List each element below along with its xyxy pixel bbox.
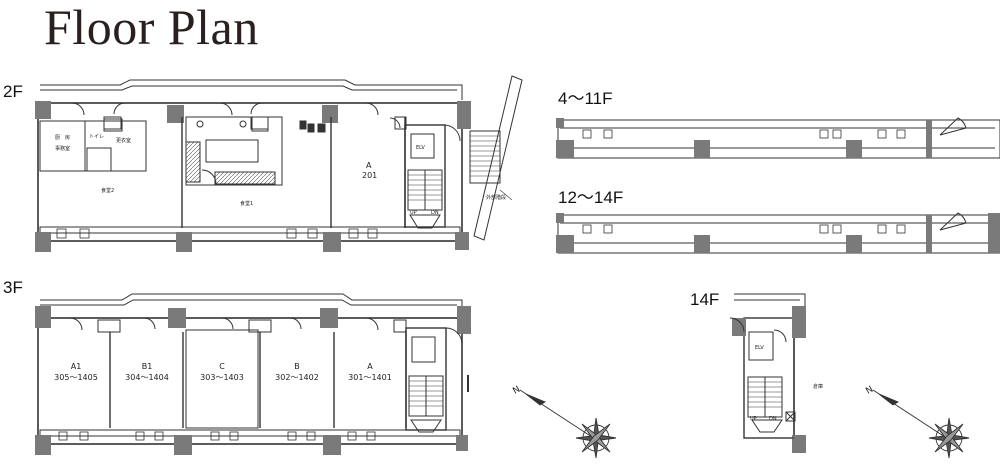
unit-b-letter: B (294, 362, 300, 371)
label-hall-b: 食堂1 (240, 200, 253, 207)
plan-14f (729, 293, 806, 453)
floor-label-14f: 14F (690, 290, 720, 309)
unit-a1-letter: A1 (71, 362, 82, 371)
label-elv-2f: ELV (416, 145, 425, 151)
unit-b1-letter: B1 (142, 362, 153, 371)
label-kitchen: 厨 房 (55, 134, 70, 141)
unit-c-letter: C (219, 362, 225, 371)
floor-label-12-14f: 12～14F (558, 188, 624, 207)
floor-label-2f: 2F (3, 82, 23, 101)
label-dn-14f: DN (769, 416, 777, 422)
unit-letter-2f: A (366, 161, 372, 170)
label-hall-a: 食堂2 (101, 187, 114, 194)
compass-rose-14f: N (864, 385, 970, 459)
unit-a1-range: 305～1405 (54, 373, 98, 382)
unit-number-2f: 201 (362, 171, 377, 180)
label-toilet: トイレ (89, 134, 104, 140)
floor-label-4-11f: 4～11F (558, 89, 613, 108)
unit-b-range: 302～1402 (275, 373, 319, 382)
label-office: 事務室 (55, 145, 70, 152)
plan-12-14f (556, 212, 1000, 254)
compass-north-3f: N (511, 385, 522, 397)
compass-rose-3f: N (511, 385, 617, 459)
plan-2f (35, 75, 523, 252)
label-up-14f: UP (750, 416, 757, 422)
plan-4-11f (556, 117, 1000, 159)
plan-2f-labels: 厨 房 事務室 トイレ 更衣室 食堂2 食堂1 外部階段 ELV UP DN A… (55, 134, 506, 216)
unit-a-letter: A (367, 362, 373, 371)
label-storage-14f: 倉庫 (813, 383, 823, 390)
label-up-2f: UP (410, 210, 417, 216)
label-change-room: 更衣室 (116, 137, 131, 144)
plan-14f-labels: ELV UP DN 倉庫 (750, 345, 823, 422)
compass-north-14f: N (864, 385, 875, 397)
plan-3f-labels: A1 305～1405 B1 304～1404 C 303～1403 B 302… (54, 362, 392, 382)
page-title: Floor Plan (44, 0, 259, 55)
label-dn-2f: DN (431, 210, 439, 216)
unit-a-range: 301～1401 (348, 373, 392, 382)
floor-label-3f: 3F (3, 278, 23, 297)
label-external-stair: 外部階段 (486, 194, 506, 201)
unit-c-range: 303～1403 (200, 373, 244, 382)
unit-b1-range: 304～1404 (125, 373, 169, 382)
plan-3f (35, 293, 471, 455)
label-elv-14f: ELV (755, 345, 764, 351)
